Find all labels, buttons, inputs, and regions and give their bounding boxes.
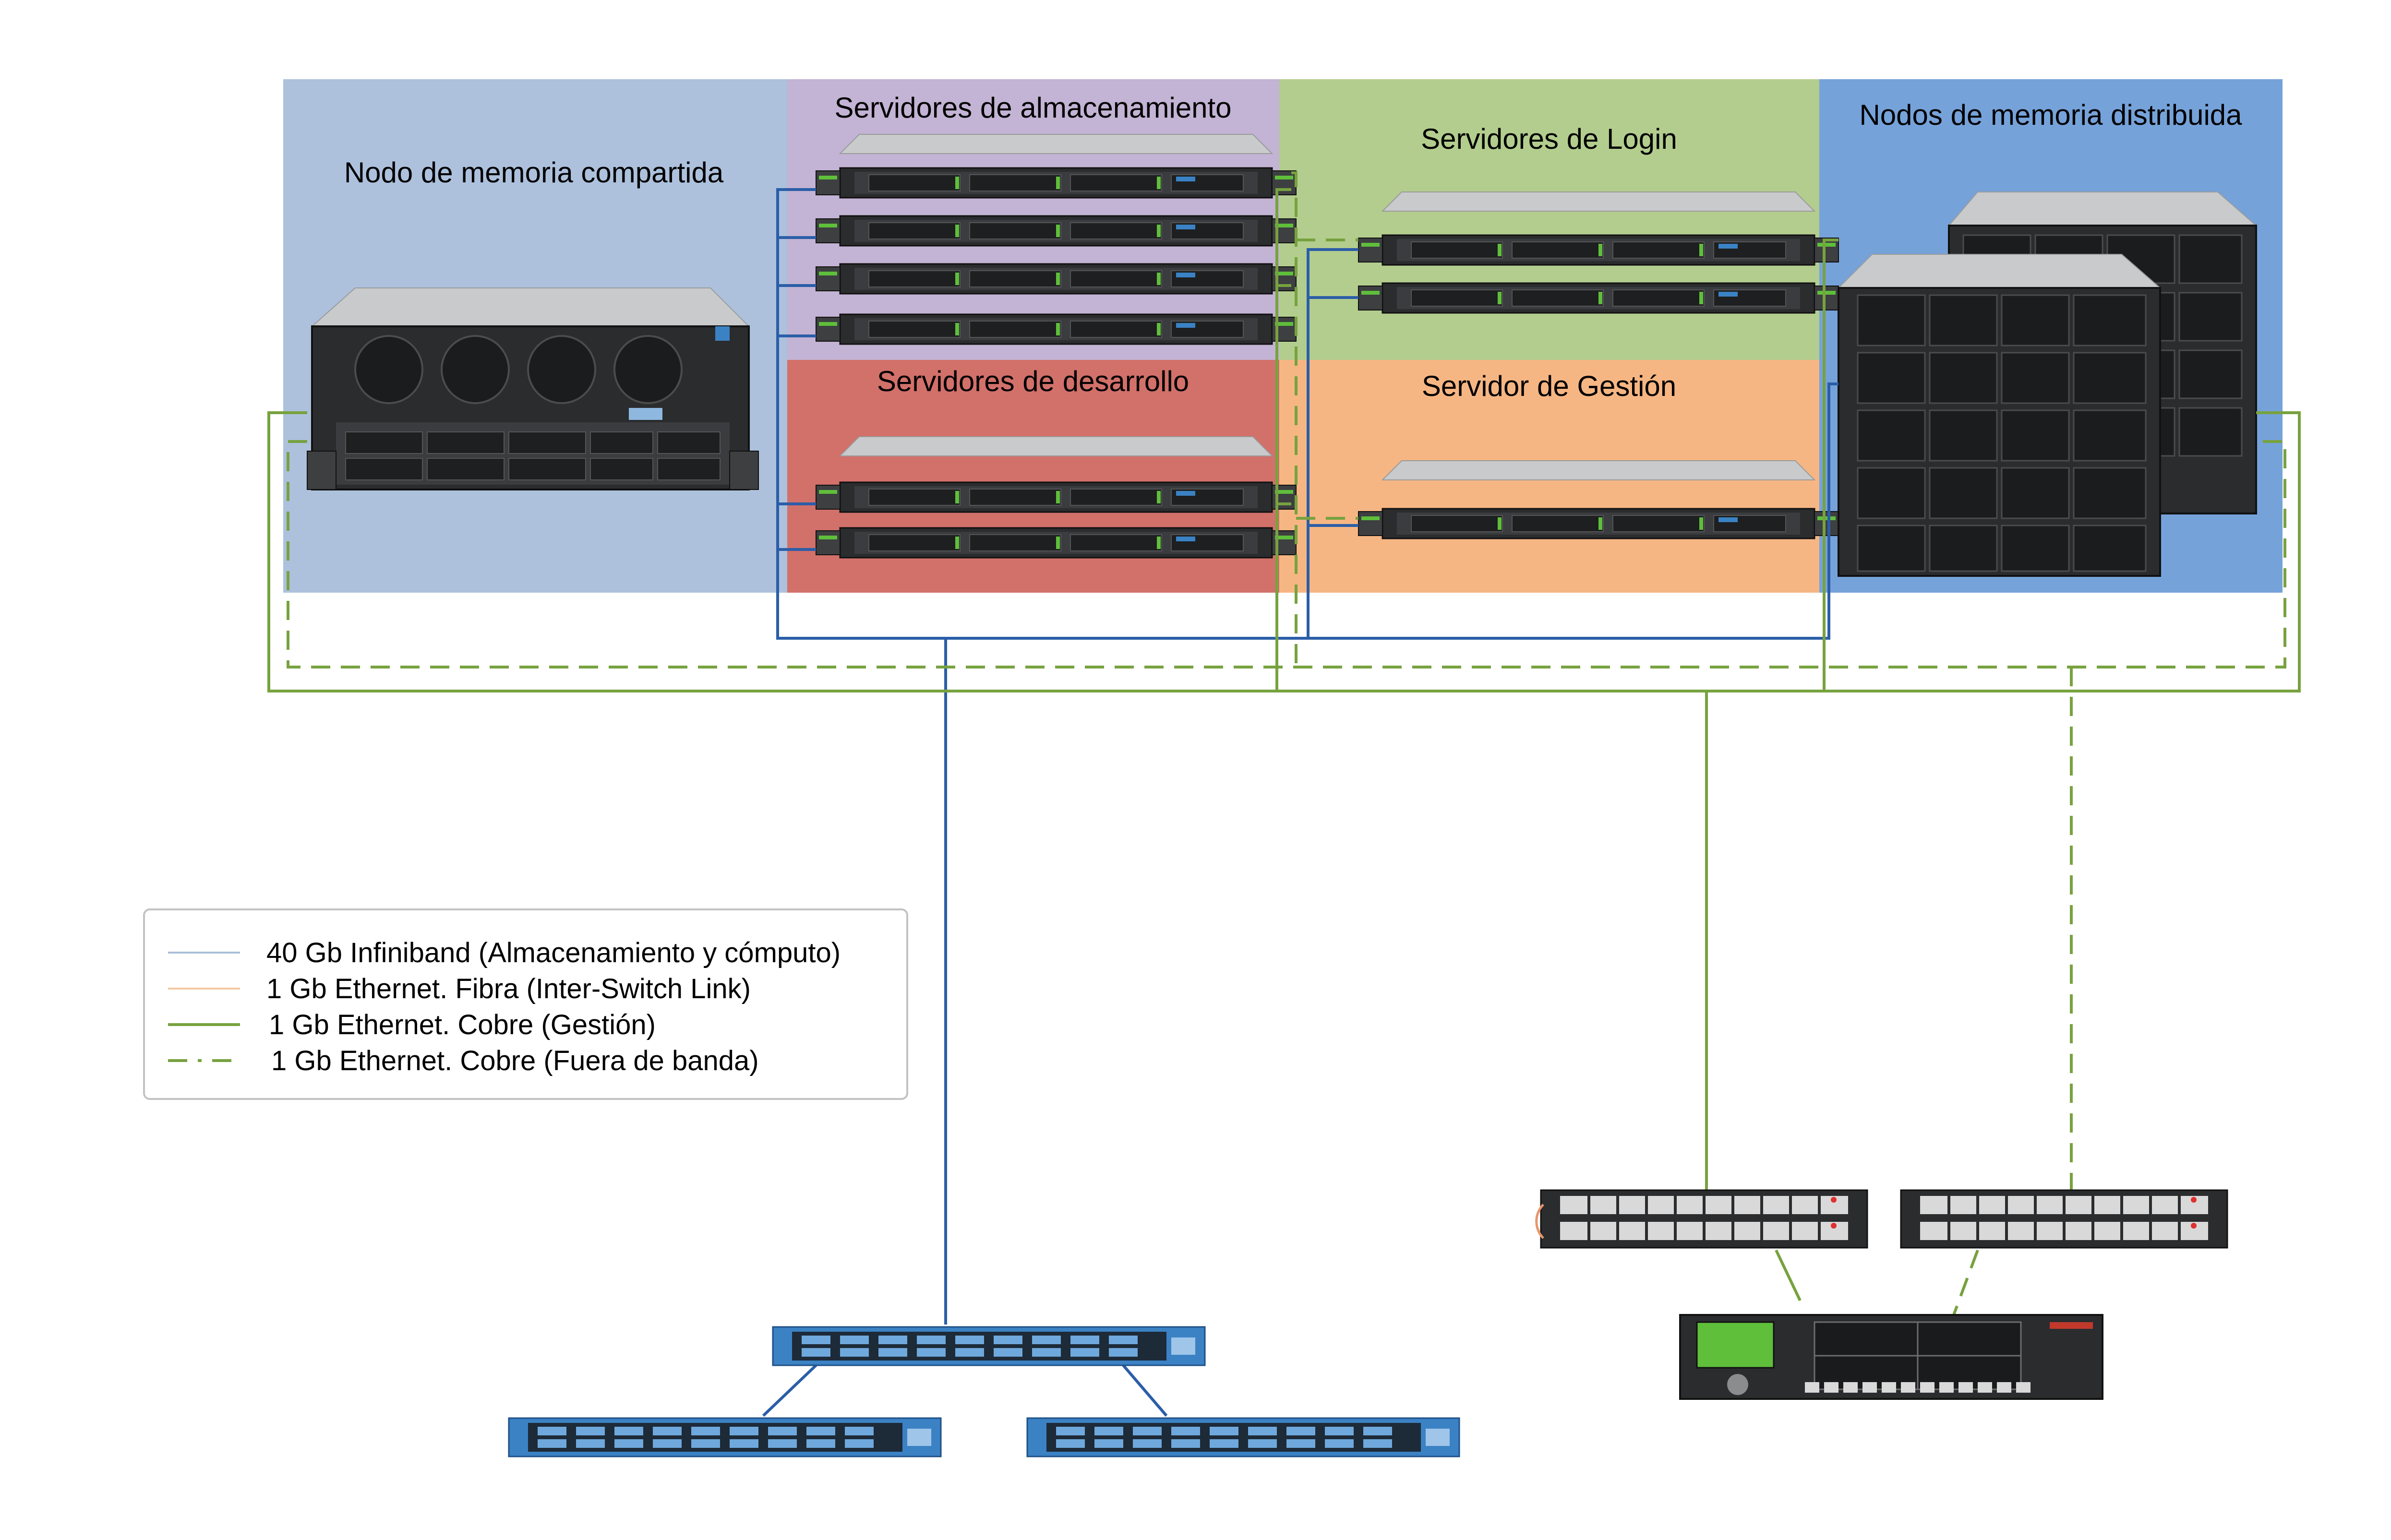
zone-label-management: Servidor de Gestión	[1422, 370, 1676, 402]
zone-label-distributed-memory: Nodos de memoria distribuida	[1859, 99, 2242, 131]
legend-label-copper-oob: 1 Gb Ethernet. Cobre (Fuera de banda)	[271, 1045, 759, 1076]
zone-login	[1279, 79, 1819, 360]
infiniband-switch-icon	[1026, 1417, 1460, 1457]
login-servers	[1358, 191, 1839, 314]
zone-label-login: Servidores de Login	[1421, 123, 1677, 155]
ethernet-management-links	[267, 188, 2301, 1301]
legend-box	[143, 908, 908, 1100]
server-icon	[815, 481, 1297, 513]
ethernet-oob-links	[287, 171, 2286, 1316]
zone-label-storage: Servidores de almacenamiento	[834, 92, 1231, 124]
legend-label-fiber: 1 Gb Ethernet. Fibra (Inter-Switch Link)	[266, 973, 751, 1004]
infiniband-switches	[508, 1326, 1460, 1457]
server-icon	[815, 263, 1297, 295]
firewall-icon	[1679, 1314, 2103, 1400]
server-icon	[1358, 508, 1839, 539]
zone-label-shared-memory: Nodo de memoria compartida	[344, 156, 724, 189]
server-icon	[815, 167, 1297, 199]
infiniband-links	[762, 188, 1838, 1417]
infiniband-switch-icon	[508, 1417, 942, 1457]
legend-label-infiniband: 40 Gb Infiniband (Almacenamiento y cómpu…	[266, 937, 841, 968]
development-servers	[815, 436, 1297, 559]
legend-label-copper-management: 1 Gb Ethernet. Cobre (Gestión)	[269, 1009, 656, 1040]
server-icon	[815, 527, 1297, 559]
infiniband-switch-icon	[772, 1326, 1206, 1366]
zone-label-development: Servidores de desarrollo	[877, 365, 1189, 397]
distributed-memory-nodes-icon	[1837, 191, 2258, 577]
ethernet-switches	[1535, 1190, 2227, 1248]
legend: 40 Gb Infiniband (Almacenamiento y cómpu…	[143, 908, 908, 1100]
server-icon	[1358, 282, 1839, 314]
shared-memory-server-icon	[307, 287, 759, 490]
server-icon	[1358, 234, 1839, 266]
ethernet-switch-icon	[1901, 1190, 2227, 1248]
ethernet-switch-icon	[1541, 1190, 1867, 1248]
server-icon	[815, 313, 1297, 345]
server-icon	[815, 215, 1297, 247]
